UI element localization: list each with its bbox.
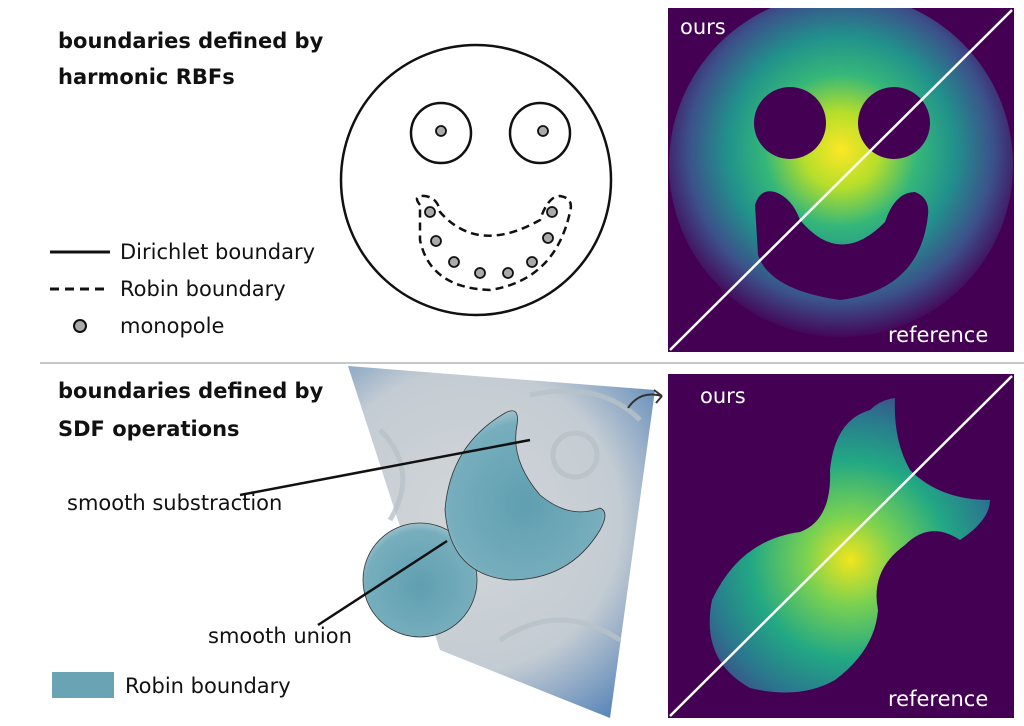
- bottom-label-reference: reference: [888, 687, 988, 711]
- legend-dirichlet: Dirichlet boundary: [120, 240, 315, 264]
- left-eye-boundary: [409, 101, 473, 165]
- robin-swatch-icon: [52, 672, 114, 698]
- sdf-scene: [348, 366, 663, 718]
- subtraction-leader-line: [239, 438, 531, 497]
- legend-monopole: monopole: [120, 314, 224, 338]
- result-blob: [709, 398, 990, 693]
- top-legend: Dirichlet boundary Robin boundary monopo…: [50, 240, 315, 338]
- arrow-curve: [627, 393, 663, 409]
- split-line-bottom: [669, 375, 1013, 717]
- top-heading-line2: harmonic RBFs: [58, 65, 235, 89]
- right-eye-boundary: [508, 101, 572, 165]
- monopoles: [424, 125, 558, 279]
- smiley-diagram: [339, 43, 613, 317]
- top-heading-line1: boundaries defined by: [58, 29, 324, 53]
- union-circle-shape: [362, 522, 478, 638]
- annotation-smooth-union: smooth union: [208, 624, 352, 648]
- annotation-smooth-subtraction: smooth substraction: [67, 491, 282, 515]
- legend-robin-bottom: Robin boundary: [125, 674, 291, 698]
- monopole-icon: [73, 319, 87, 333]
- outer-dirichlet-boundary: [339, 43, 613, 317]
- crescent-shape: [444, 410, 606, 581]
- top-label-ours: ours: [680, 15, 726, 39]
- top-result-panel: ours reference: [668, 8, 1014, 352]
- union-leader-line: [317, 539, 448, 627]
- top-label-reference: reference: [888, 323, 988, 347]
- legend-robin: Robin boundary: [120, 277, 286, 301]
- bottom-heading-line1: boundaries defined by: [58, 379, 324, 403]
- bottom-label-ours: ours: [700, 384, 746, 408]
- bottom-result-panel: ours reference: [668, 374, 1014, 718]
- split-line: [669, 9, 1013, 351]
- mouth-robin-boundary: [415, 194, 573, 292]
- bottom-heading-line2: SDF operations: [58, 417, 240, 441]
